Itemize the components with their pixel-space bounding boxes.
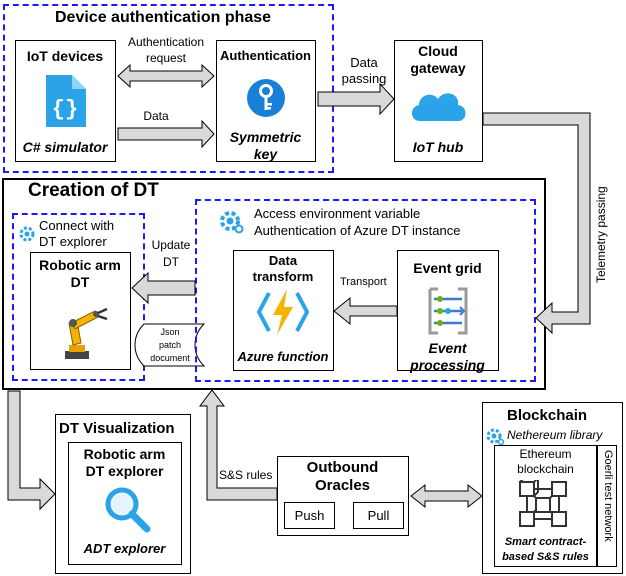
dt-explorer-box: Robotic arm DT explorer ADT explorer <box>68 442 182 565</box>
json-patch-document-shape <box>134 323 206 367</box>
ss-rules-label: S&S rules <box>219 468 273 482</box>
update-dt-label-1: Update <box>151 238 191 252</box>
iot-devices-box: IoT devices {} C# simulator <box>15 40 116 162</box>
dt-visualization-title: DT Visualization <box>59 420 175 437</box>
auth-request-label-1: Authentication <box>127 35 205 49</box>
device-auth-region <box>3 4 334 173</box>
cloud-gateway-title-1: Cloud <box>418 43 458 59</box>
nethereum-library-label: Nethereum library <box>507 428 603 442</box>
creation-dt-title: Creation of DT <box>28 180 159 201</box>
data-transform-box: Data transform Azure function <box>233 250 334 371</box>
update-dt-label-2: DT <box>163 255 179 269</box>
oracles-title-1: Outbound <box>306 459 379 476</box>
update-dt-arrow <box>131 271 196 305</box>
event-grid-caption-2: processing <box>410 357 485 373</box>
robot-arm-icon <box>65 307 108 359</box>
gear-icon-env <box>220 211 244 234</box>
search-magnifier-icon <box>105 487 151 533</box>
data-transform-title-2: transform <box>252 269 314 284</box>
telemetry-arrow <box>482 112 591 335</box>
blockchain-caption-1: Smart contract- <box>504 536 587 548</box>
event-grid-caption-1: Event <box>428 340 467 356</box>
azure-function-icon <box>257 289 309 335</box>
push-button[interactable]: Push <box>284 502 335 529</box>
ethereum-label-1: Ethereum <box>519 447 572 461</box>
iot-devices-caption: C# simulator <box>22 139 108 155</box>
transport-arrow <box>333 296 398 326</box>
cloud-gateway-box: Cloud gateway IoT hub <box>394 40 483 162</box>
robotic-arm-title-2: DT <box>70 274 90 290</box>
ethereum-box: Ethereum blockchain Smart contract- base… <box>494 445 597 567</box>
dt-explorer-title-1: Robotic arm <box>83 446 166 462</box>
authentication-caption-1: Symmetric <box>229 129 302 145</box>
cloud-gateway-caption: IoT hub <box>412 139 464 155</box>
gear-icon-connect <box>19 226 35 242</box>
env-label-1: Access environment variable <box>254 206 421 221</box>
connect-label-1: Connect with <box>39 218 115 233</box>
device-auth-title: Device authentication phase <box>55 9 272 26</box>
push-label: Push <box>294 508 325 523</box>
to-visualization-arrow <box>7 390 56 511</box>
event-grid-title: Event grid <box>413 260 482 276</box>
json-label-1: Json <box>160 327 180 337</box>
pull-button[interactable]: Pull <box>353 502 404 529</box>
authentication-caption-2: key <box>253 146 278 162</box>
dt-explorer-title-2: DT explorer <box>85 463 164 479</box>
pull-label: Pull <box>367 508 390 523</box>
data-arrow <box>117 119 215 149</box>
env-label-2: Authentication of Azure DT instance <box>254 223 461 238</box>
authentication-title: Authentication <box>220 48 311 63</box>
iot-devices-title: IoT devices <box>26 48 104 64</box>
cloud-gateway-title-2: gateway <box>410 60 466 76</box>
connect-label-2: DT explorer <box>39 234 107 249</box>
ethereum-label-2: blockchain <box>517 462 574 476</box>
data-passing-label-1: Data <box>350 55 378 70</box>
robotic-arm-title-1: Robotic arm <box>39 257 121 273</box>
data-passing-arrow <box>317 82 395 116</box>
data-transform-caption: Azure function <box>237 349 329 364</box>
gear-icon-nethereum <box>486 428 505 446</box>
transport-label: Transport <box>340 276 387 288</box>
dt-explorer-caption: ADT explorer <box>83 541 166 556</box>
authentication-box: Authentication Symmetric key <box>216 40 316 162</box>
data-transform-title-1: Data <box>268 253 298 268</box>
blockchain-cubes-icon <box>519 480 567 527</box>
event-grid-icon <box>428 287 468 335</box>
blockchain-caption-2: based S&S rules <box>502 551 589 563</box>
robotic-arm-box: Robotic arm DT <box>30 252 131 370</box>
json-label-2: patch <box>158 340 182 350</box>
creation-dt-region <box>2 178 546 390</box>
event-grid-box: Event grid Event processing <box>397 250 499 373</box>
auth-request-label-2: request <box>145 51 187 65</box>
iot-hub-cloud-icon <box>411 93 466 121</box>
data-label: Data <box>143 109 169 123</box>
json-label-3: document <box>150 353 190 363</box>
ss-rules-arrow <box>199 389 278 501</box>
goerli-network-box <box>597 445 617 567</box>
oracles-title-2: Oracles <box>314 477 371 494</box>
code-file-icon: {} <box>46 75 86 127</box>
data-passing-label-2: passing <box>341 71 387 86</box>
svg-text:{}: {} <box>52 97 78 122</box>
oracles-blockchain-arrow <box>410 483 483 509</box>
azure-instance-region <box>195 199 536 382</box>
key-vault-icon <box>247 79 285 117</box>
auth-request-arrow <box>117 63 215 89</box>
blockchain-title: Blockchain <box>507 407 588 424</box>
